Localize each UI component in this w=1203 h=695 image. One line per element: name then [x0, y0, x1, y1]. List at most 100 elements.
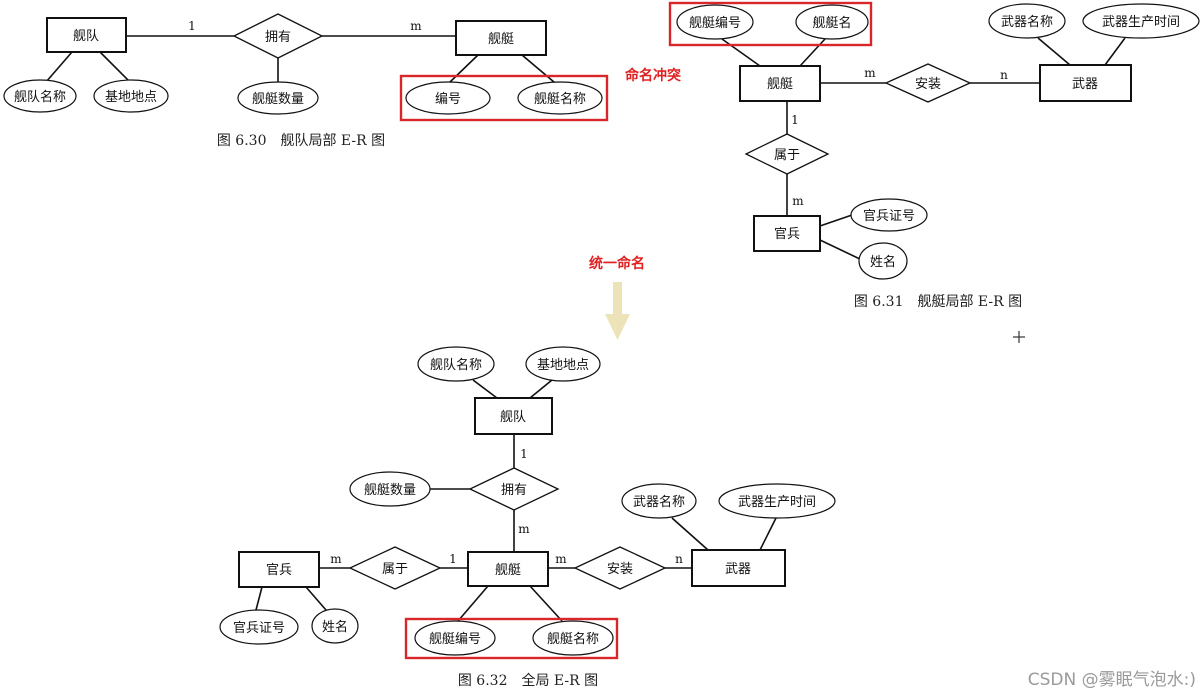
cardinality-g-n: n	[675, 552, 683, 566]
attr-ship-nm-31	[795, 4, 869, 40]
attr-g-name-label: 姓名	[322, 619, 348, 635]
down-arrow-head	[605, 314, 630, 340]
attr-g-weapon-time	[718, 483, 836, 519]
link-ship-name	[521, 54, 555, 83]
attr-weapon-name-31	[988, 3, 1066, 39]
attr-g-name	[311, 608, 359, 644]
link-officer-name	[819, 239, 863, 261]
attr-fleet-name	[3, 79, 77, 113]
entity-ship	[455, 20, 547, 56]
relation-g-install-label: 安装	[607, 562, 633, 577]
cardinality-m-31a: m	[864, 66, 876, 80]
link-g-ship-name	[529, 585, 563, 622]
cardinality-n-31: n	[1000, 68, 1008, 82]
attr-ship-name-label: 舰艇名称	[534, 91, 586, 107]
attr-base	[93, 79, 169, 113]
entity-officer-31-label: 官兵	[774, 226, 800, 242]
highlight-naming-conflict-box	[399, 74, 609, 122]
attr-ship-count	[237, 81, 319, 115]
caption-6-32: 图 6.32 全局 E-R 图	[458, 672, 598, 689]
attr-g-ship-no-label: 舰艇编号	[429, 632, 481, 647]
relation-g-belongs-label: 属于	[382, 562, 408, 577]
highlight-unified-naming-box	[404, 617, 619, 660]
entity-g-officer	[238, 551, 320, 588]
attr-weapon-time-31-label: 武器生产时间	[1102, 15, 1180, 30]
link-weapon-time	[1104, 37, 1126, 66]
attr-fleet-name-label: 舰队名称	[14, 89, 66, 105]
link-g-base	[529, 379, 553, 399]
caption-6-30: 图 6.30 舰队局部 E-R 图	[217, 133, 385, 149]
relation-belongs-31	[744, 133, 830, 175]
link-g-name	[305, 586, 327, 611]
attr-name-31-label: 姓名	[870, 254, 896, 270]
relation-g-owns-label: 拥有	[501, 483, 527, 498]
cardinality-g-mc: m	[555, 552, 567, 566]
attr-ship-count-label: 舰艇数量	[252, 92, 304, 107]
watermark: CSDN @雾眠气泡水:)	[1028, 670, 1196, 690]
attr-g-base	[525, 346, 601, 382]
link-g-weapon-time	[759, 517, 777, 551]
attr-weapon-time-31	[1082, 3, 1200, 39]
cardinality-g-mb: m	[330, 552, 342, 566]
attr-base-label: 基地地点	[105, 90, 157, 105]
attr-g-weapon-time-label: 武器生产时间	[738, 495, 816, 510]
link-g-officer-id	[255, 586, 263, 611]
entity-ship-label: 舰艇	[488, 32, 514, 47]
plus-marker	[1013, 331, 1025, 343]
entity-fleet-label: 舰队	[73, 29, 99, 44]
attr-g-ship-count	[349, 471, 431, 507]
attr-g-ship-count-label: 舰艇数量	[364, 483, 416, 498]
attr-g-fleet-name	[417, 346, 495, 382]
entity-officer-31	[753, 215, 821, 252]
relation-owns	[232, 13, 324, 59]
attr-g-base-label: 基地地点	[537, 358, 589, 373]
relation-g-install	[573, 546, 667, 590]
attr-g-weapon-name-label: 武器名称	[633, 494, 685, 510]
down-arrow-shaft	[613, 282, 622, 316]
entity-ship-31-label: 舰艇	[767, 77, 793, 92]
note-unify-naming: 统一命名	[589, 255, 645, 272]
cardinality-1: 1	[188, 19, 196, 33]
link-weapon-name	[1037, 37, 1071, 66]
figure-6-30: 舰队 拥有 舰艇 舰队名称 基地地点 舰艇数量 编号 舰艇名称 1 m 图 6.…	[3, 13, 609, 149]
note-naming-conflict: 命名冲突	[624, 67, 681, 84]
attr-g-ship-name-label: 舰艇名称	[547, 631, 599, 647]
entity-g-officer-label: 官兵	[266, 562, 292, 578]
attr-officer-id-31-label: 官兵证号	[863, 208, 915, 224]
entity-fleet	[46, 17, 127, 53]
entity-weapon-31	[1039, 64, 1132, 102]
attr-number-label: 编号	[435, 92, 461, 107]
attr-number	[405, 81, 491, 115]
entity-g-ship-label: 舰艇	[495, 563, 521, 578]
attr-officer-id-31	[850, 198, 928, 232]
attr-g-fleet-name-label: 舰队名称	[430, 357, 482, 373]
link-ship-number	[449, 54, 479, 83]
link-ship-no	[721, 38, 761, 67]
attr-g-ship-no	[414, 620, 496, 656]
entity-g-fleet-label: 舰队	[500, 410, 526, 425]
relation-install-31-label: 安装	[915, 77, 941, 92]
figure-6-32: 舰队名称 基地地点 舰队 拥有 舰艇数量 官兵 属于 舰艇 安装 武器 武器名称…	[219, 346, 836, 689]
attr-g-officer-id	[219, 609, 299, 645]
down-arrow-icon	[605, 282, 630, 340]
link-officer-id	[819, 214, 853, 227]
link-g-weapon-name	[671, 517, 709, 551]
relation-belongs-31-label: 属于	[774, 148, 800, 163]
attr-ship-name	[517, 81, 603, 115]
entity-weapon-31-label: 武器	[1072, 77, 1098, 92]
link-g-ship-no	[457, 585, 489, 622]
attr-ship-no-31	[676, 4, 754, 40]
highlight-naming-conflict-box-31	[668, 1, 873, 47]
entity-g-weapon-label: 武器	[725, 562, 751, 577]
relation-owns-label: 拥有	[265, 30, 291, 45]
relation-g-owns	[468, 467, 560, 511]
entity-g-fleet	[474, 397, 553, 435]
cardinality-1-31: 1	[791, 113, 799, 127]
attr-ship-no-31-label: 舰艇编号	[689, 16, 741, 31]
attr-name-31	[858, 242, 908, 280]
cardinality-g-1a: 1	[520, 447, 528, 461]
cardinality-g-ma: m	[518, 522, 530, 536]
entity-g-ship	[467, 551, 549, 587]
attr-g-ship-name	[532, 620, 614, 656]
